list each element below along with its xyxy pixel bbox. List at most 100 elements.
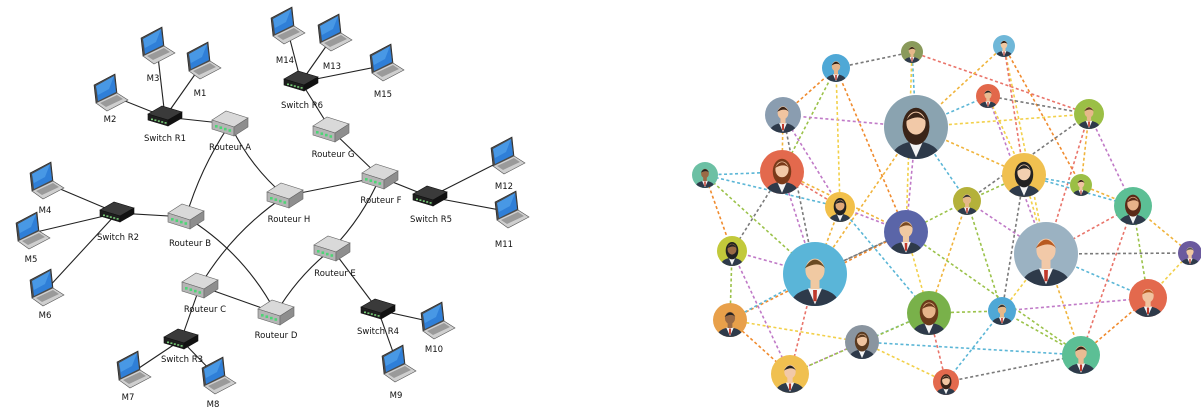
social-link [987,95,1090,115]
social-link [905,231,1082,356]
laptop-m3: M3 [140,26,176,84]
link-F-E [331,176,381,250]
label-a: Routeur A [209,143,251,153]
laptop-m11: M11 [494,190,530,250]
switch-r2: Switch R2 [97,201,139,243]
laptop-m13: M13 [317,13,353,72]
label-f: Routeur F [360,196,401,206]
person-avatar [845,325,879,359]
social-link [1003,45,1047,255]
laptop-m9: M9 [381,344,417,401]
person-avatar [760,150,804,194]
label-h: Routeur H [268,215,311,225]
router-g: Routeur G [312,116,354,160]
label-m2: M2 [104,115,117,125]
network-nodes: Routeur A Routeur B Routeur C Routeur D Rout… [15,6,530,409]
person-avatar [988,297,1016,325]
label-m11: M11 [495,240,513,250]
label-m6: M6 [39,311,52,321]
label-e: Routeur E [314,269,356,279]
label-r5: Switch R5 [410,215,452,225]
label-m9: M9 [390,391,403,401]
person-avatar [953,187,981,215]
laptop-m15: M15 [369,43,405,100]
social-link [704,174,841,208]
label-r3: Switch R3 [161,355,203,365]
person-avatar [901,41,923,63]
switch-r4: Switch R4 [357,298,399,337]
social-link [1023,174,1082,186]
router-b: Routeur B [167,203,211,249]
social-link [966,113,1090,202]
router-h: Routeur H [266,182,311,225]
person-avatar [1178,241,1201,265]
switch-r1: Switch R1 [144,105,186,144]
laptop-m5: M5 [15,211,51,265]
label-r6: Switch R6 [281,101,323,111]
router-c: Routeur C [181,272,226,315]
link-R2-M6 [45,212,118,291]
person-avatar [822,54,850,82]
social-link [782,114,841,208]
social-link [966,200,1003,312]
switch-r5: Switch R5 [410,185,452,225]
person-avatar [1074,99,1104,129]
laptop-m6: M6 [29,268,65,321]
laptop-m8: M8 [201,356,237,409]
label-c: Routeur C [184,305,226,315]
link-A-H [229,123,286,197]
person-avatar [884,210,928,254]
social-link [835,51,913,69]
social-link [729,319,863,343]
router-f: Routeur F [360,163,402,206]
laptop-m2: M2 [93,73,129,125]
person-avatar [1114,187,1152,225]
person-avatar [1129,279,1167,317]
person-avatar [717,236,747,266]
laptop-m7: M7 [116,350,152,403]
person-avatar [993,35,1015,57]
social-link [731,250,791,375]
person-avatar [765,97,801,133]
link-A-B [185,123,231,218]
label-m5: M5 [25,255,38,265]
person-avatar [692,162,718,188]
label-r4: Switch R4 [357,327,399,337]
social-link [731,171,783,252]
link-C-H [199,195,286,287]
label-r1: Switch R1 [144,134,186,144]
social-link [1001,297,1149,312]
label-m4: M4 [39,206,52,216]
router-d: Routeur D [255,299,298,341]
social-link [835,67,907,233]
person-avatar [933,369,959,395]
switch-r3: Switch R3 [161,328,203,365]
label-m3: M3 [147,74,160,84]
link-E-D [275,248,333,314]
social-link [945,354,1082,383]
router-e: Routeur E [313,235,356,279]
label-m15: M15 [374,90,392,100]
switch-r6: Switch R6 [281,70,323,111]
social-link [945,310,1003,383]
label-b: Routeur B [169,239,211,249]
person-avatar [771,355,809,393]
person-avatar [1014,222,1078,286]
laptop-m12: M12 [490,136,526,192]
link-B-D [185,216,277,314]
social-link [861,341,1082,356]
person-avatar [783,242,847,306]
label-m13: M13 [323,62,341,72]
social-link [1001,310,1082,356]
social-link [1001,174,1025,312]
label-m10: M10 [425,345,443,355]
label-r2: Switch R2 [97,233,139,243]
person-avatar [1062,336,1100,374]
laptop-m10: M10 [420,301,456,355]
social-link [781,114,784,173]
label-m8: M8 [207,400,220,409]
person-avatar [713,303,747,337]
laptop-m14: M14 [270,6,306,66]
social-link [911,51,1090,115]
